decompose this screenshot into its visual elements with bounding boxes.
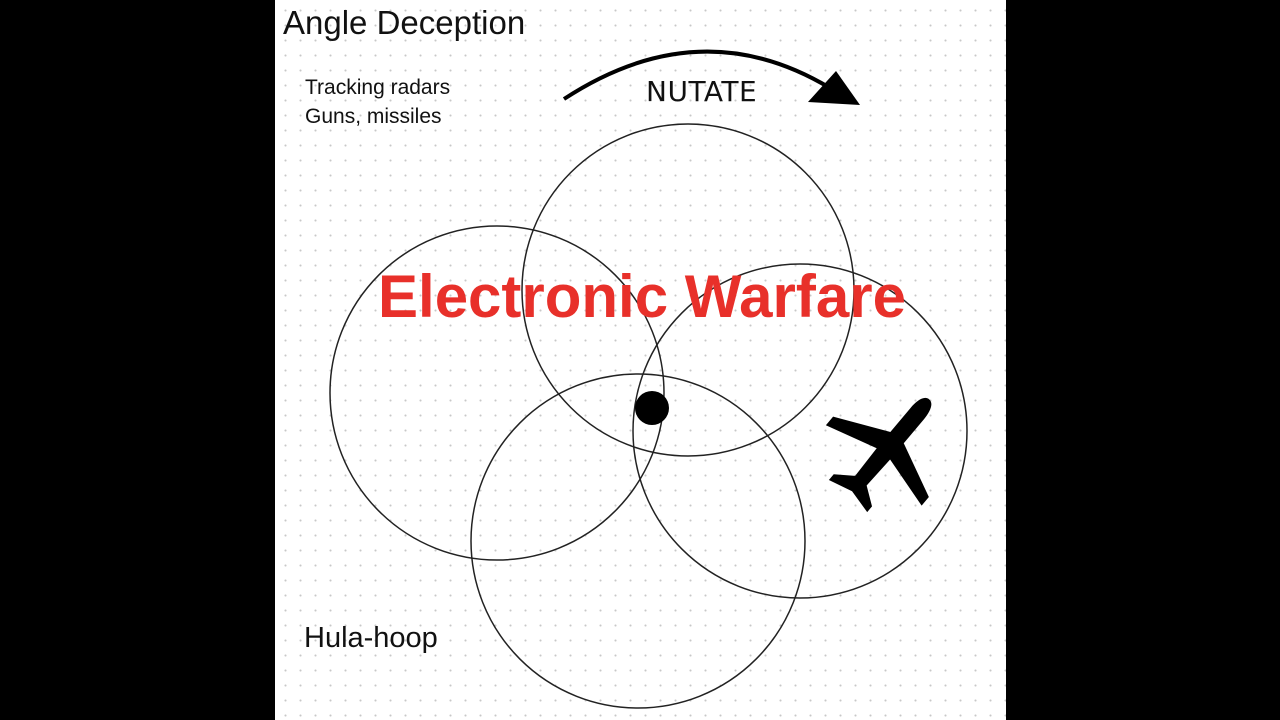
nutation-arrow <box>562 49 832 101</box>
subtitle-line-1: Tracking radars <box>305 76 451 99</box>
target-dot <box>635 391 669 425</box>
hula-hoop-label: Hula-hoop <box>304 622 438 654</box>
airplane-icon <box>825 397 932 513</box>
arrowhead-icon <box>808 71 860 105</box>
beam-circle-bottom <box>470 373 806 709</box>
beam-circle-top <box>521 123 855 457</box>
beam-circle-right <box>632 263 968 599</box>
subtitle-line-2: Guns, missiles <box>305 105 442 128</box>
watermark-text: Electronic Warfare <box>378 263 906 330</box>
nutate-label: NUTATE <box>646 75 758 108</box>
beam-circle-left <box>329 225 665 561</box>
page-title: Angle Deception <box>283 4 526 41</box>
diagram-panel <box>275 0 1006 720</box>
